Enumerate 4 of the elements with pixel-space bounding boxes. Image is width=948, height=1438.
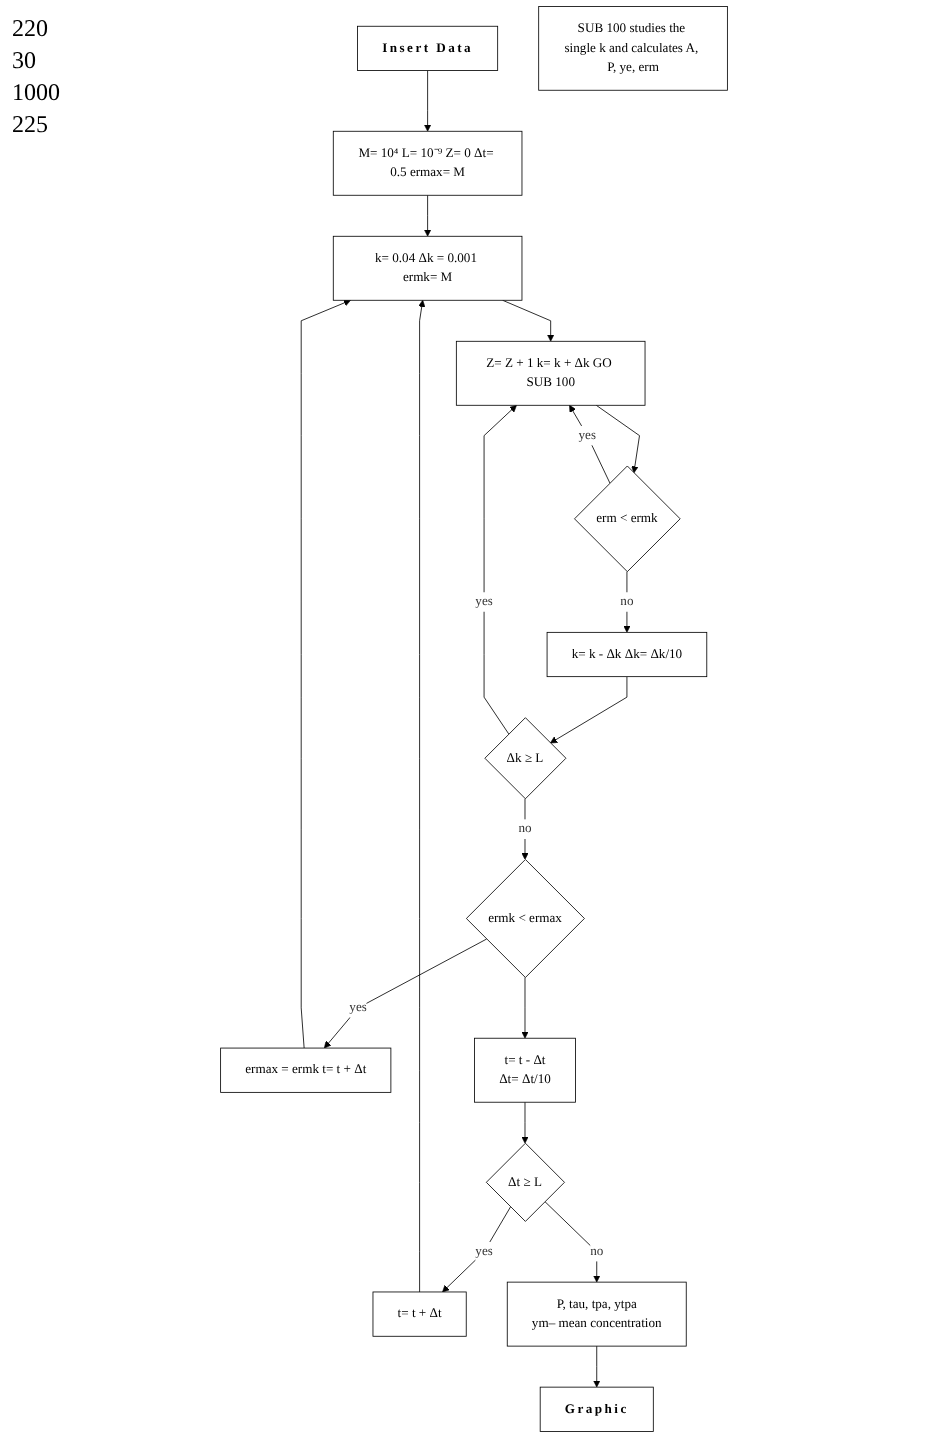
step-number: 30 — [12, 46, 36, 74]
step-number: 220 — [12, 14, 48, 42]
step-number: 225 — [12, 110, 48, 138]
step-number: 1000 — [12, 78, 60, 106]
